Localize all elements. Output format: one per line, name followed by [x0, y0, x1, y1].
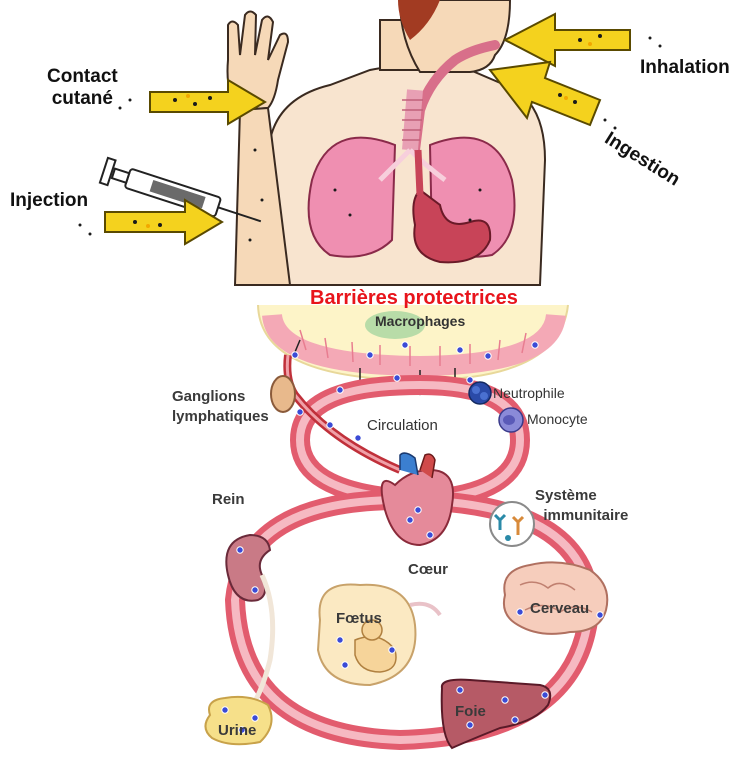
foie-label: Foie — [455, 703, 486, 720]
fetus — [318, 584, 440, 685]
barrier-title: Barrières protectrices — [310, 287, 518, 310]
circulation-diagram — [205, 305, 607, 748]
neutrophile-cell — [469, 382, 491, 404]
monocyte-label: Monocyte — [527, 411, 588, 427]
circulation-label: Circulation — [367, 418, 438, 434]
foetus-label: Fœtus — [336, 610, 382, 627]
neutrophile-label: Neutrophile — [493, 385, 565, 401]
systeme-immunitaire-label: Système immunitaire — [535, 486, 628, 526]
rein-label: Rein — [212, 491, 245, 508]
cerveau-label: Cerveau — [530, 600, 589, 617]
urine-label: Urine — [218, 722, 256, 739]
ganglions-label: Ganglions lymphatiques — [172, 387, 269, 427]
esophagus — [418, 150, 420, 195]
coeur-label: Cœur — [408, 561, 448, 578]
route-injection-label: Injection — [10, 190, 88, 212]
route-contact-label: Contact cutané — [47, 66, 118, 110]
lymph-node — [271, 376, 295, 412]
route-inhalation-label: Inhalation — [640, 57, 730, 79]
macrophages-label: Macrophages — [375, 313, 465, 329]
immune-system-icon — [490, 502, 534, 546]
exposure-illustration — [79, 0, 662, 285]
arrow-inhalation — [505, 14, 630, 66]
brain — [504, 562, 607, 633]
